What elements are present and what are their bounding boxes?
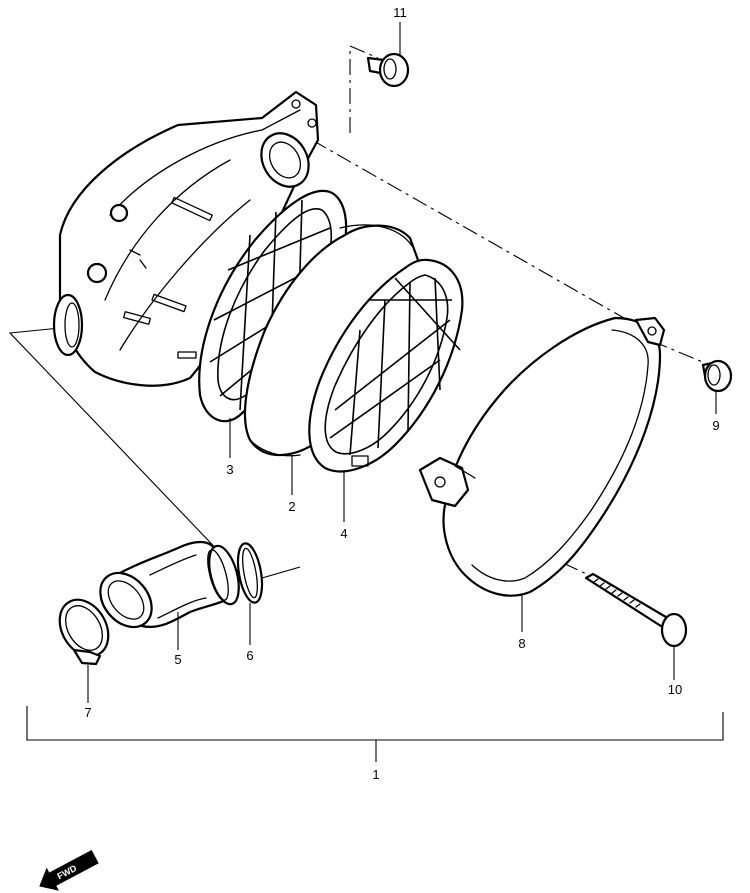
bolt-10: [584, 572, 688, 648]
screw-11: [366, 52, 410, 88]
callout-6: 6: [246, 648, 253, 663]
callout-4: 4: [340, 526, 347, 541]
filter-cage-4: [308, 258, 464, 473]
intake-hose-5: [99, 540, 240, 629]
air-cleaner-case: [52, 90, 320, 387]
screw-9: [701, 359, 733, 393]
callout-2: 2: [288, 499, 295, 514]
filter-element-2: [243, 224, 420, 457]
o-ring-6: [236, 542, 264, 604]
leader-lines: [87, 22, 717, 703]
callout-7: 7: [84, 705, 91, 720]
callout-11: 11: [393, 5, 407, 20]
cover-8: [418, 316, 666, 597]
assembly-bracket: [26, 706, 724, 762]
callout-1: 1: [372, 767, 379, 782]
callout-9: 9: [712, 418, 719, 433]
callout-5: 5: [174, 652, 181, 667]
callout-8: 8: [518, 636, 525, 651]
callout-labels: 11 3 2 4 8 9 10 5 6 7 1: [84, 5, 719, 782]
fwd-arrow-icon: FWD: [39, 849, 99, 891]
clamp-7: [58, 598, 110, 666]
callout-3: 3: [226, 462, 233, 477]
callout-10: 10: [668, 682, 682, 697]
